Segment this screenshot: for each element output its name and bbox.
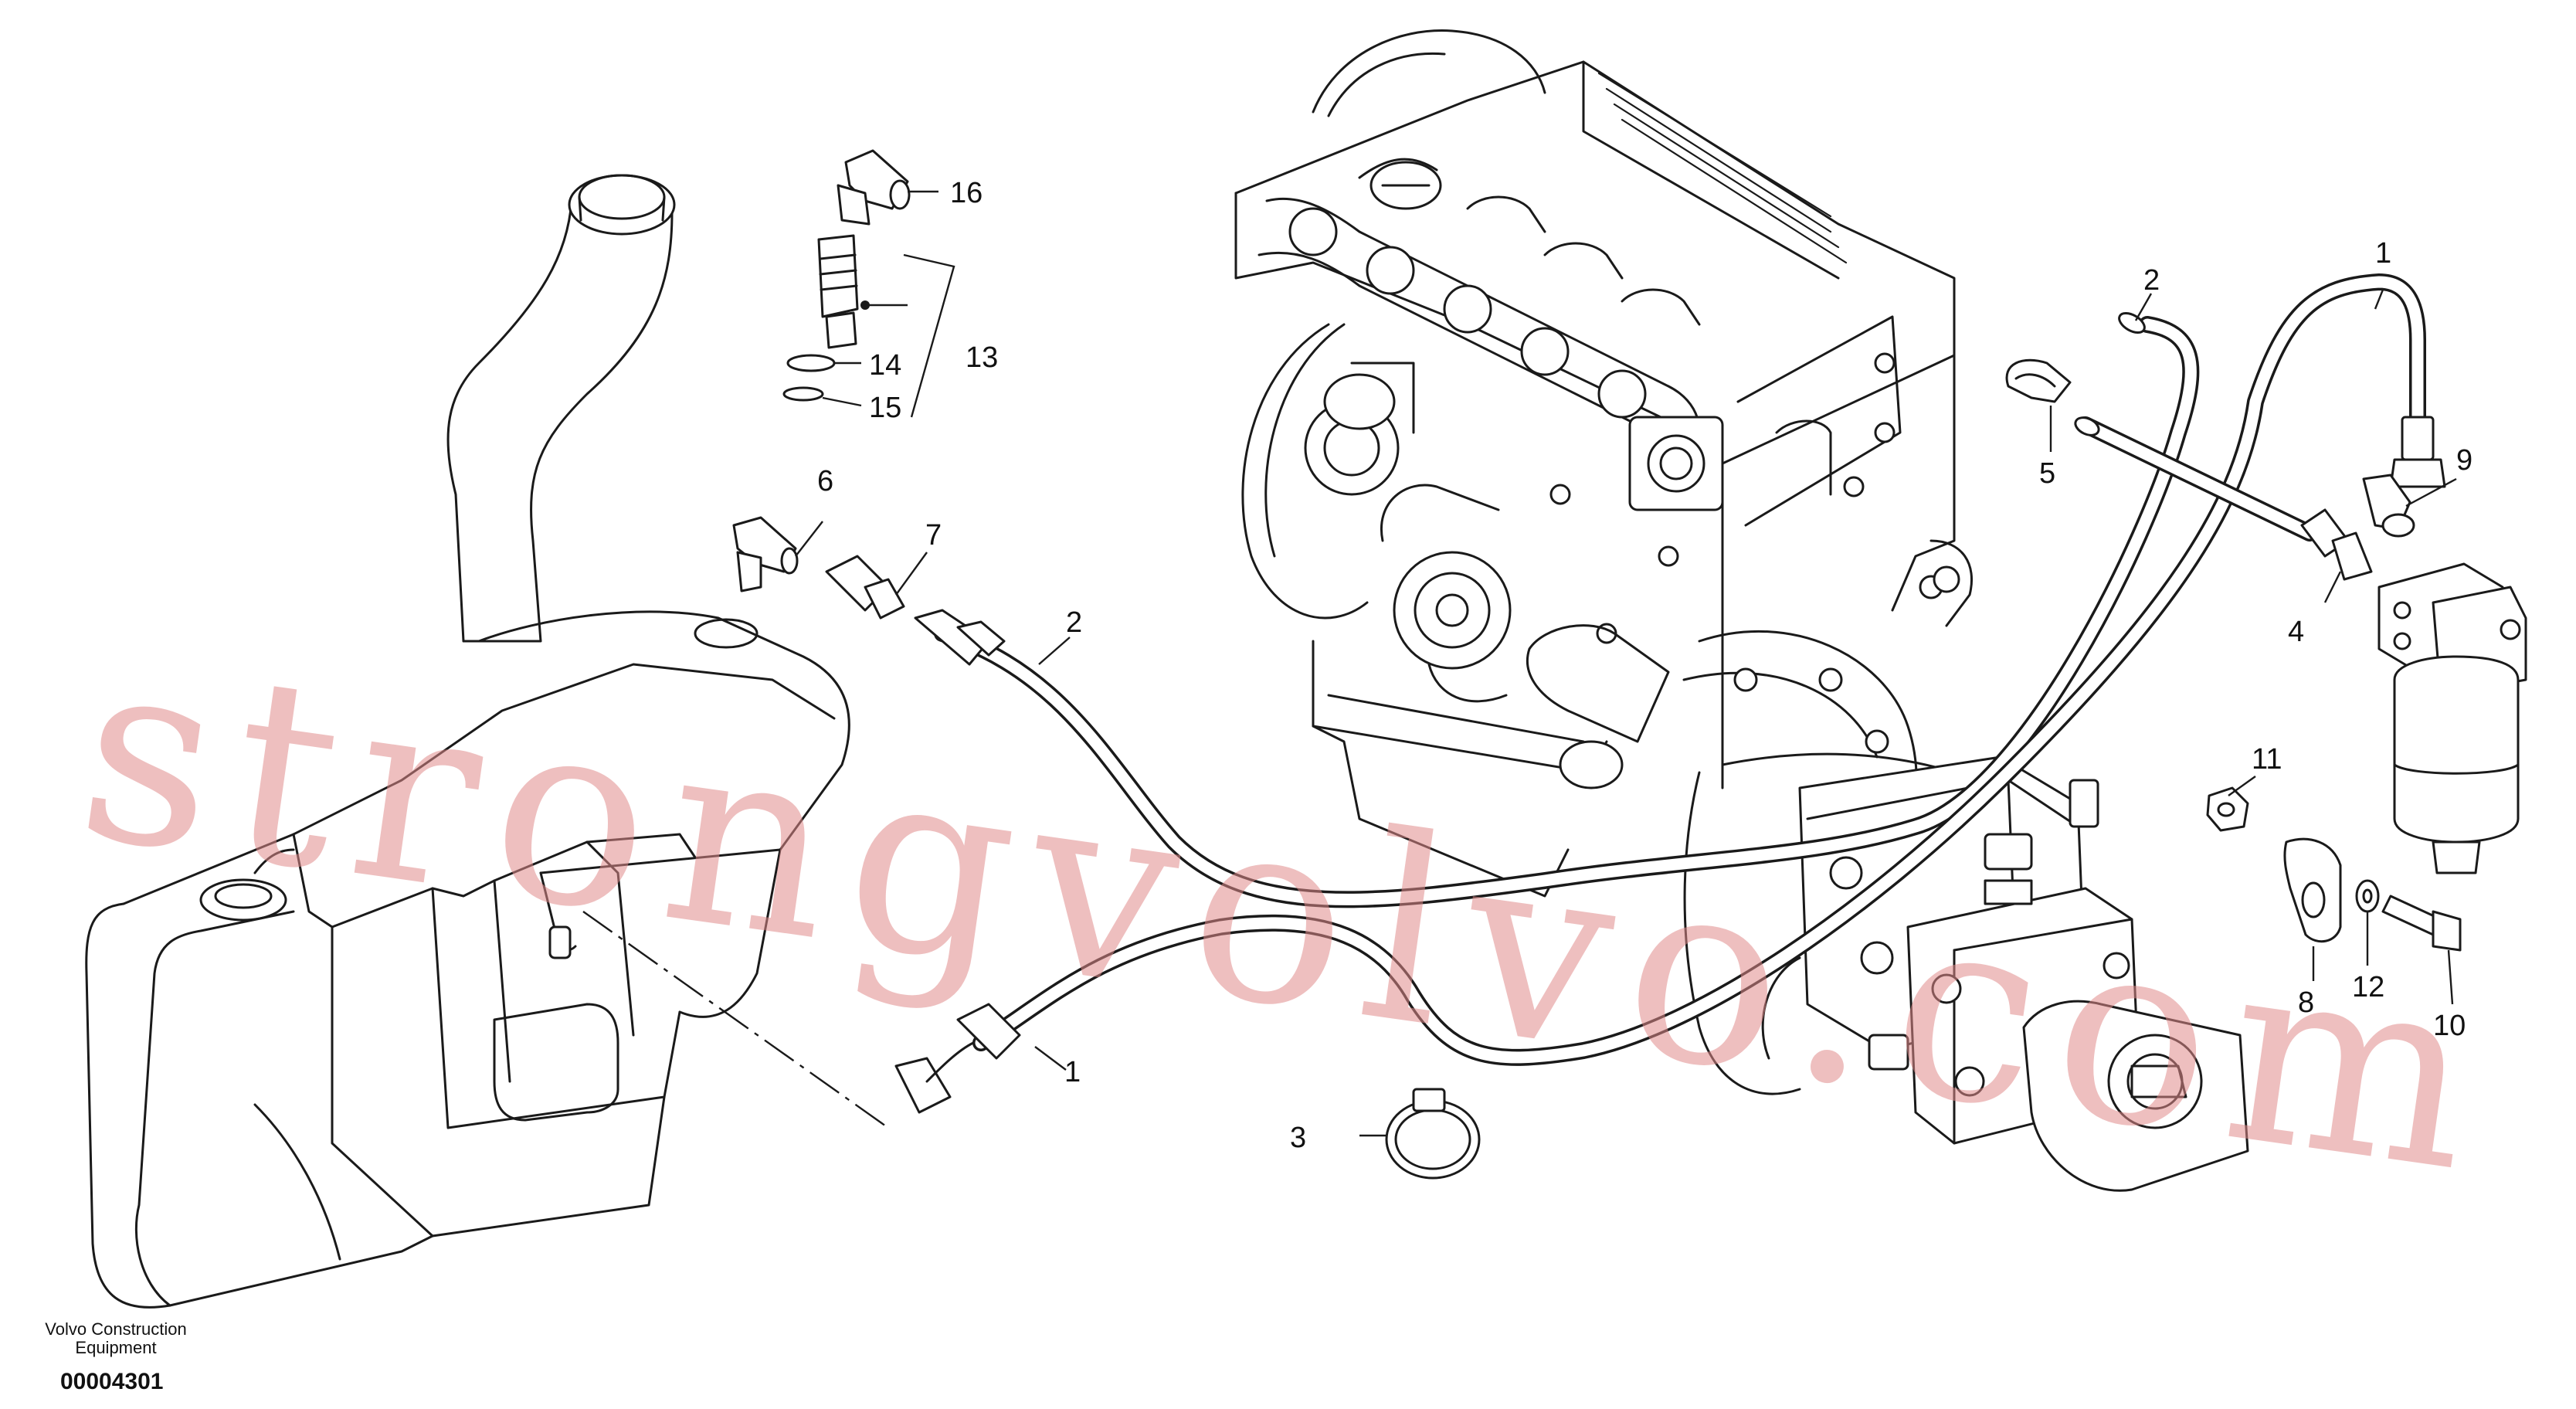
connection-line xyxy=(582,911,889,1129)
o-ring-15 xyxy=(782,386,824,402)
clip-8 xyxy=(2283,837,2342,943)
hose-1 xyxy=(972,273,2426,1066)
hose-2-cut-end xyxy=(2118,312,2146,334)
manufacturer-line-2: Equipment xyxy=(75,1338,156,1357)
callout-1-top: 1 xyxy=(2375,237,2391,270)
callout-2-top: 2 xyxy=(2143,264,2160,297)
elbow-6 xyxy=(732,516,799,592)
hydraulic-pump xyxy=(1683,752,2249,1192)
callout-6: 6 xyxy=(817,465,833,497)
elbow-9 xyxy=(2362,474,2415,538)
hose-4-fitting xyxy=(2300,508,2373,581)
callout-14: 14 xyxy=(869,349,901,382)
screw-10 xyxy=(2381,895,2462,952)
clamp-3 xyxy=(1385,1088,1481,1180)
hose-4-cut-end xyxy=(2074,416,2100,436)
hose-1-fitting xyxy=(894,1003,1021,1114)
callout-7: 7 xyxy=(925,519,942,552)
callout-9: 9 xyxy=(2456,444,2472,477)
drawing-number: 00004301 xyxy=(60,1369,163,1394)
engine xyxy=(1234,29,1974,929)
hose-2 xyxy=(934,316,2200,908)
callout-2-left: 2 xyxy=(1066,606,1082,639)
hose-1-top-fitting xyxy=(2389,416,2446,488)
elbow-16 xyxy=(837,149,911,226)
valve-13 xyxy=(817,234,870,349)
callout-15: 15 xyxy=(869,392,901,424)
hydraulic-tank xyxy=(85,174,850,1309)
washer-12 xyxy=(2355,879,2380,913)
callout-8: 8 xyxy=(2298,986,2314,1019)
o-ring-14 xyxy=(786,354,836,372)
callout-12: 12 xyxy=(2352,971,2384,1003)
callout-5: 5 xyxy=(2039,457,2055,490)
hose-2-fitting xyxy=(914,609,1006,666)
callout-13: 13 xyxy=(966,341,998,374)
callout-16: 16 xyxy=(950,177,983,209)
callout-1-bottom: 1 xyxy=(1064,1056,1081,1088)
callout-3: 3 xyxy=(1290,1122,1306,1154)
hose-4 xyxy=(2077,416,2318,542)
nut-11 xyxy=(2206,786,2249,832)
watermark-text: strongvolvo.com xyxy=(65,599,2510,1231)
adapter-7 xyxy=(825,555,905,620)
callout-4: 4 xyxy=(2288,616,2304,648)
clip-5 xyxy=(2005,358,2072,403)
callout-11: 11 xyxy=(2252,743,2282,776)
manufacturer-line-1: Volvo Construction xyxy=(45,1319,186,1339)
leader-lines xyxy=(795,190,2457,1137)
callout-10: 10 xyxy=(2433,1010,2466,1042)
filter-assembly xyxy=(2377,562,2527,874)
